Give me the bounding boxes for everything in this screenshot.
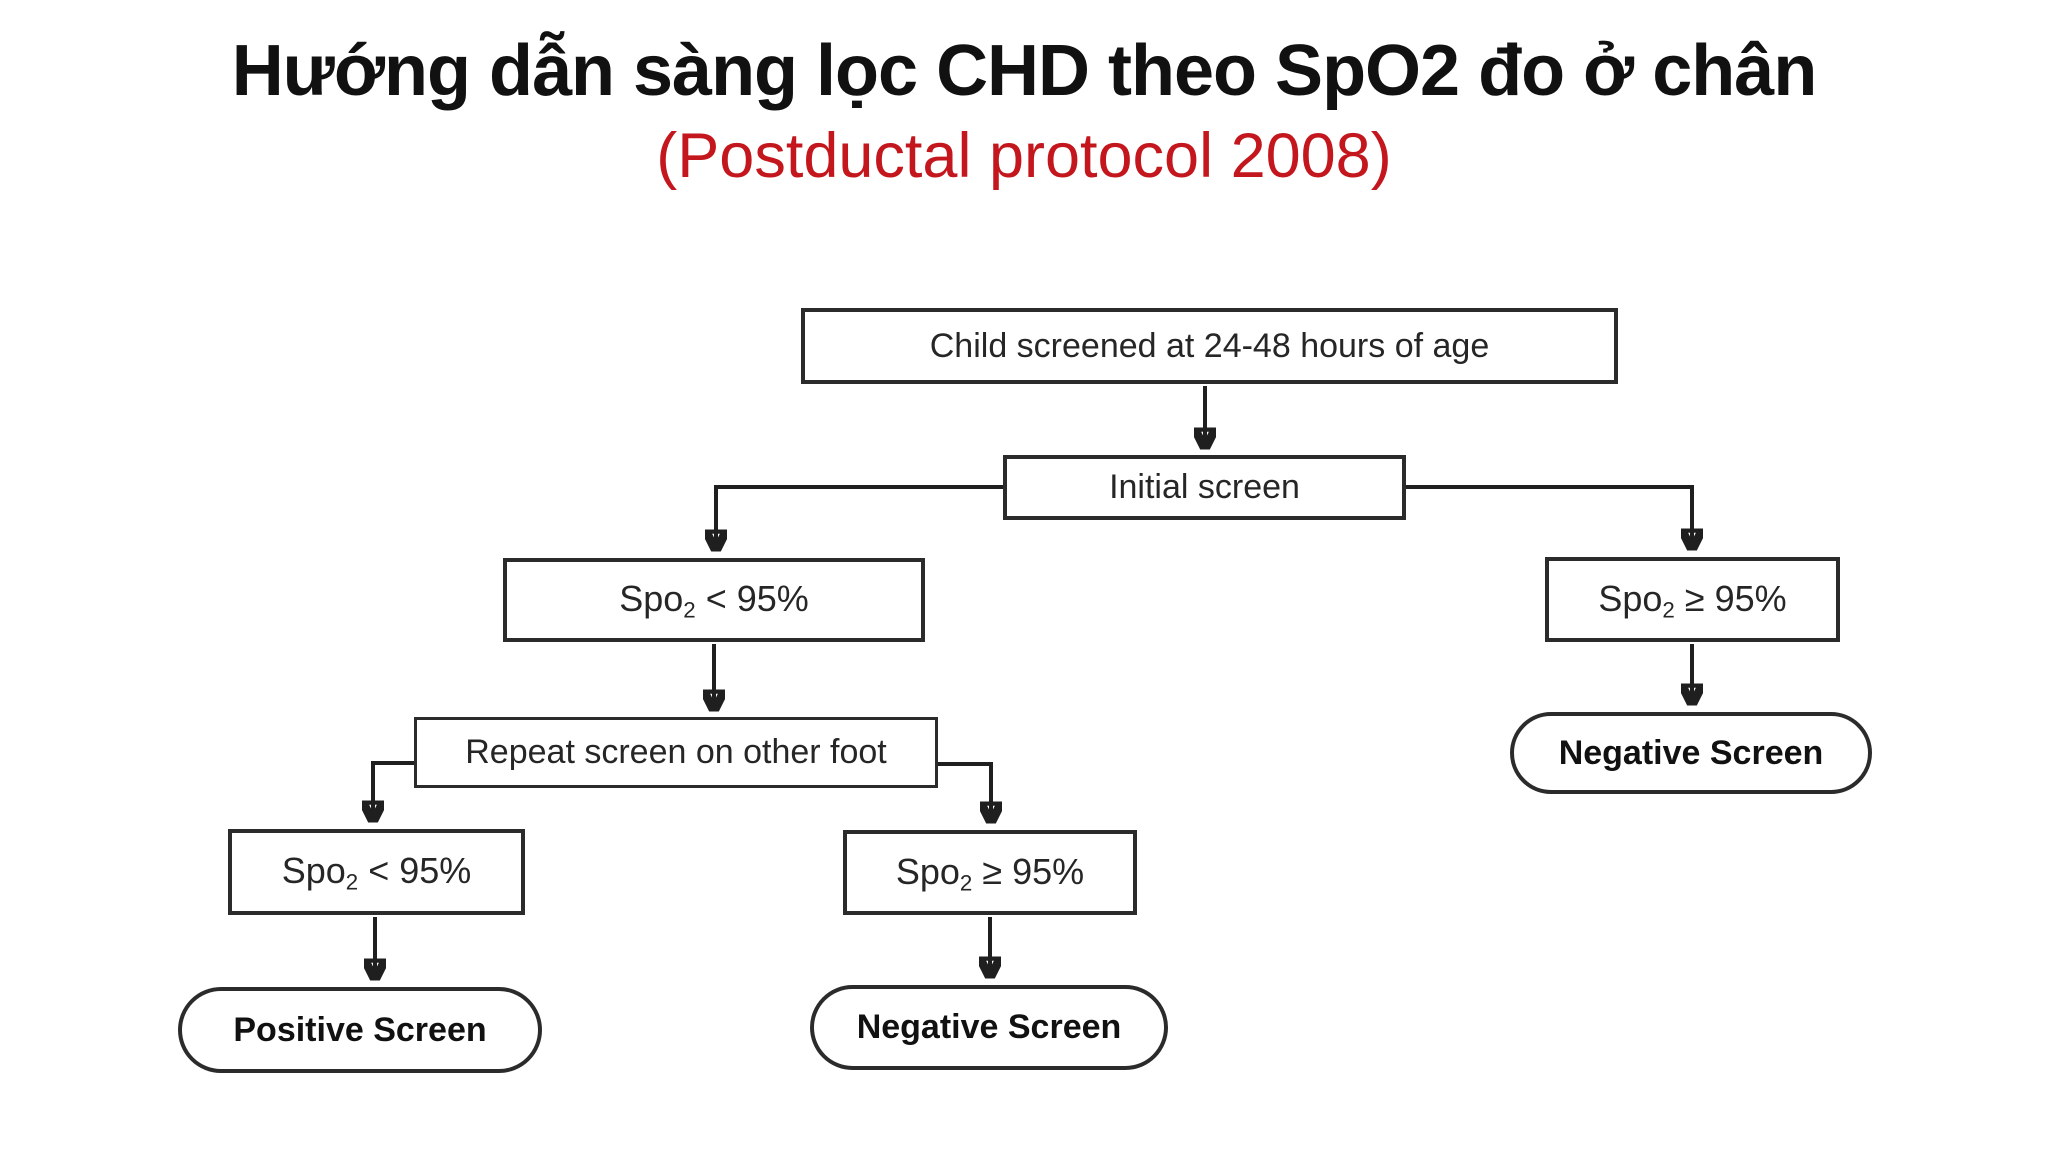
node-spo2-lt95-repeat-label: Spo2 < 95% [281,850,472,895]
node-initial-screen: Initial screen [1003,455,1406,520]
arrow-repeat-to-spo2-low [373,761,416,819]
node-spo2-ge95-repeat-label: Spo2 ≥ 95% [895,850,1085,896]
node-initial-screen-label: Initial screen [1109,468,1300,506]
node-spo2-lt95-initial: Spo2 < 95% [503,558,925,642]
arrow-repeat-to-spo2-high [936,762,991,820]
subscript-2: 2 [1662,597,1675,623]
node-spo2-ge95-initial-label: Spo2 ≥ 95% [1598,577,1787,623]
terminal-negative-screen-repeat-label: Negative Screen [856,1008,1122,1046]
node-child-screened-label: Child screened at 24-48 hours of age [929,326,1490,365]
node-repeat-screen: Repeat screen on other foot [414,717,938,788]
terminal-negative-screen-initial: Negative Screen [1510,712,1872,794]
node-spo2-lt95-repeat: Spo2 < 95% [228,829,525,915]
node-repeat-screen-label: Repeat screen on other foot [465,733,887,771]
node-spo2-ge95-repeat: Spo2 ≥ 95% [843,830,1137,915]
terminal-negative-screen-repeat: Negative Screen [810,985,1168,1070]
slide-title: Hướng dẫn sàng lọc CHD theo SpO2 đo ở ch… [231,31,1818,111]
terminal-negative-screen-initial-label: Negative Screen [1558,733,1824,772]
node-spo2-ge95-initial: Spo2 ≥ 95% [1545,557,1840,642]
slide-subtitle: (Postductal protocol 2008) [656,121,1392,191]
subscript-2: 2 [959,870,973,896]
node-spo2-lt95-initial-label: Spo2 < 95% [619,578,809,623]
arrow-initial-to-spo2-low [716,485,1005,548]
arrow-initial-to-spo2-high [1404,485,1692,547]
node-child-screened: Child screened at 24-48 hours of age [801,308,1618,384]
subscript-2: 2 [683,597,696,623]
terminal-positive-screen-label: Positive Screen [233,1010,487,1049]
terminal-positive-screen: Positive Screen [178,987,542,1073]
subscript-2: 2 [345,869,359,895]
